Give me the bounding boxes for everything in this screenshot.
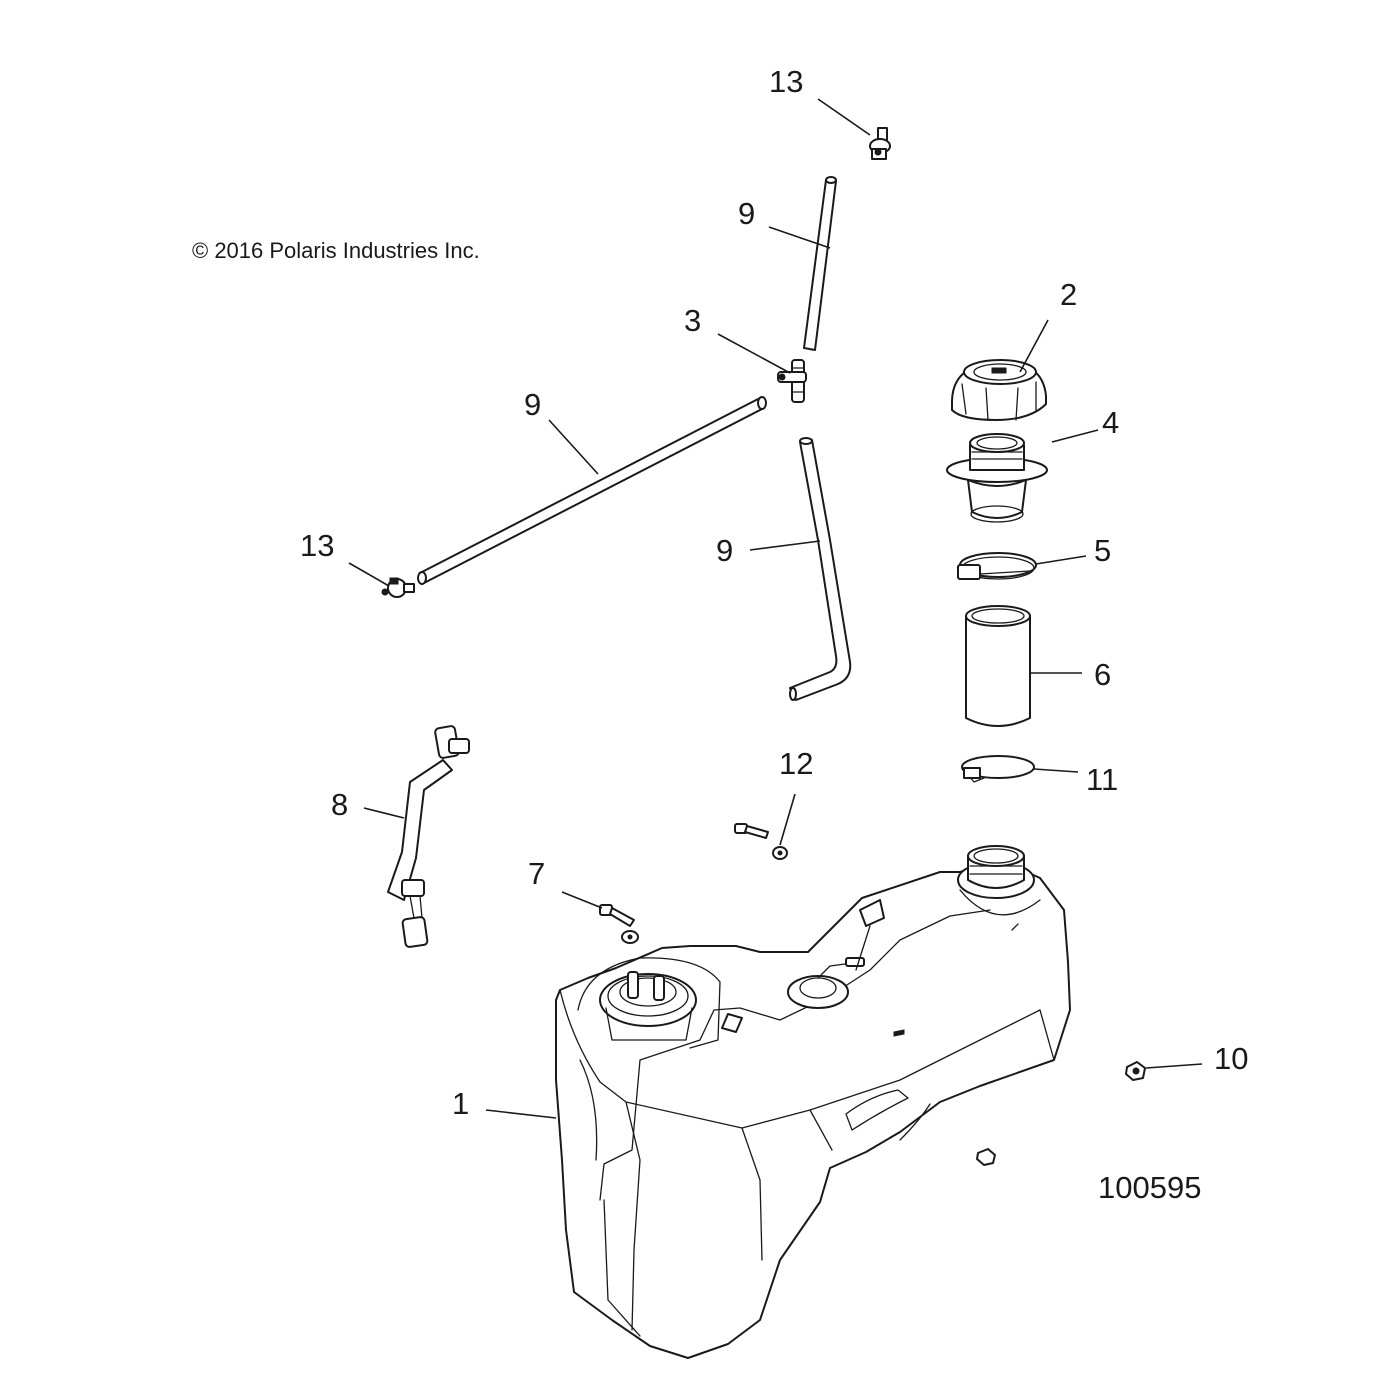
part-4-filler-neck — [946, 433, 1048, 523]
part-8-fuel-line — [387, 725, 470, 948]
part-10-nut-installed — [976, 1148, 996, 1166]
part-3-tee-fitting — [777, 359, 807, 403]
callout-9c: 9 — [716, 533, 733, 568]
callout-7: 7 — [528, 856, 545, 891]
leader-13b — [348, 562, 390, 587]
leader-13a — [817, 98, 871, 136]
copyright-text: © 2016 Polaris Industries Inc. — [192, 238, 480, 263]
leader-5 — [1035, 555, 1087, 565]
callout-13a: 13 — [769, 64, 803, 99]
callout-13b: 13 — [300, 528, 334, 563]
part-7-bolt-washer — [599, 904, 639, 944]
part-6-filler-hose — [965, 605, 1031, 727]
part-9-bent-vent-hose — [789, 437, 852, 701]
part-5-hose-clamp — [957, 552, 1037, 580]
callout-8: 8 — [331, 787, 348, 822]
part-11-clamp — [961, 755, 1035, 783]
leader-1 — [485, 1109, 557, 1119]
callout-2: 2 — [1060, 277, 1077, 312]
part-9-long-vent-hose — [417, 396, 767, 585]
callout-9a: 9 — [738, 196, 755, 231]
part-9-upper-vent-hose — [803, 176, 837, 351]
leader-9a — [768, 226, 831, 249]
leader-8 — [363, 807, 405, 819]
callout-5: 5 — [1094, 533, 1111, 568]
leader-3 — [717, 333, 791, 374]
callout-3: 3 — [684, 303, 701, 338]
leader-4 — [1051, 429, 1099, 443]
callout-12: 12 — [779, 746, 813, 781]
leader-2 — [1019, 319, 1049, 373]
callout-9b: 9 — [524, 387, 541, 422]
part-12-bolt-washer — [734, 823, 788, 860]
part-2-fuel-cap — [951, 359, 1047, 421]
leader-12 — [779, 793, 796, 846]
callout-6: 6 — [1094, 657, 1111, 692]
callout-11: 11 — [1086, 762, 1118, 797]
leader-9c — [749, 540, 821, 551]
part-1-fuel-tank — [555, 845, 1071, 1359]
leader-11 — [1033, 768, 1079, 773]
leader-10 — [1145, 1063, 1203, 1069]
part-13-left-vent-valve — [381, 577, 415, 598]
callout-4: 4 — [1102, 405, 1119, 440]
figure-number: 100595 — [1098, 1170, 1201, 1205]
leader-9b — [548, 419, 599, 475]
callout-10: 10 — [1214, 1041, 1248, 1076]
callout-1: 1 — [452, 1086, 469, 1121]
leader-7 — [561, 891, 603, 909]
part-10-nut — [1125, 1061, 1146, 1081]
part-13-top-vent-valve — [869, 127, 891, 160]
